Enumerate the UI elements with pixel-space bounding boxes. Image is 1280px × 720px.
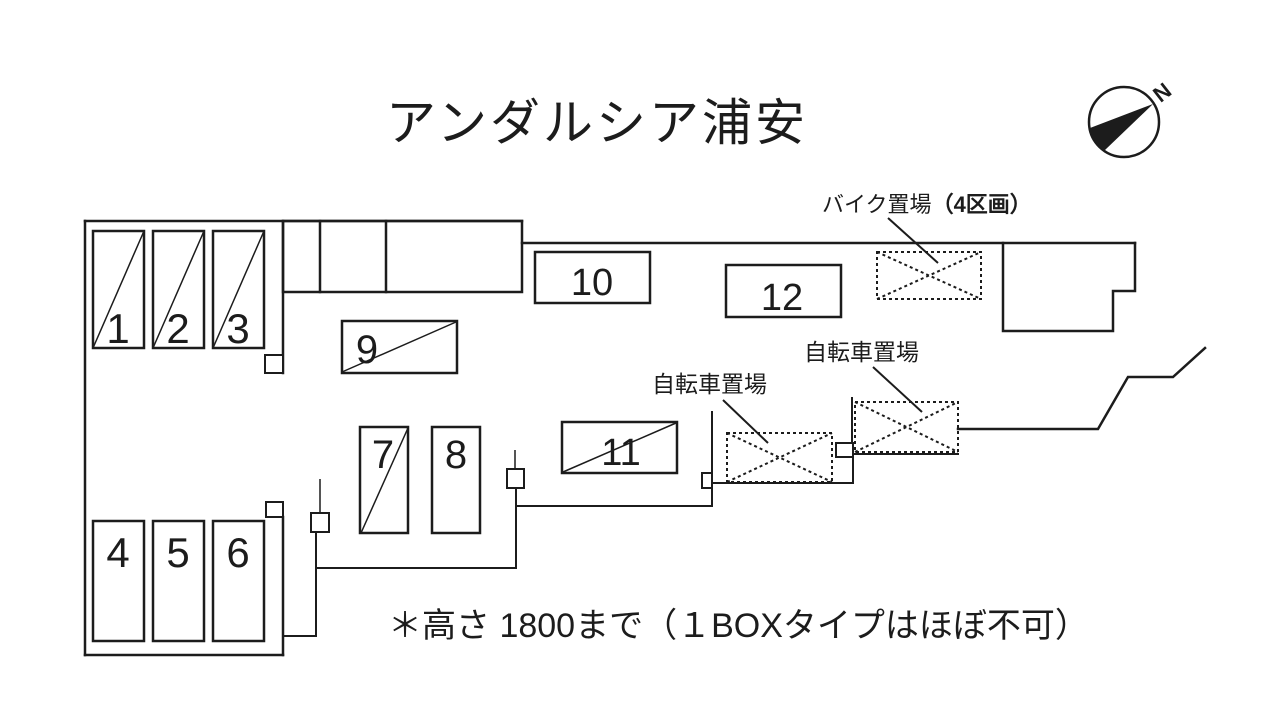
- compass-needle: [1090, 104, 1153, 150]
- bike-label-leader: [887, 217, 939, 264]
- bike-storage-label-name: バイク置場: [822, 192, 932, 217]
- space-12: 12: [724, 263, 843, 319]
- bicycle-storage-right-x: [854, 401, 959, 453]
- space-3: 3: [211, 229, 266, 352]
- bike-storage-label: バイク置場（4区画）: [822, 192, 1032, 217]
- bike-storage-x: [876, 251, 982, 300]
- space-5-number: 5: [166, 529, 189, 576]
- space-11: 11: [560, 420, 679, 475]
- space-8-box: [430, 425, 482, 535]
- space-12-number: 12: [761, 277, 803, 319]
- space-11-number: 11: [601, 432, 640, 474]
- space-3-number: 3: [226, 305, 249, 352]
- space-7-number: 7: [372, 433, 394, 477]
- space-10: 10: [533, 250, 652, 305]
- space-6-box: [211, 519, 266, 643]
- pole-box-mid: [506, 468, 525, 489]
- gate-post-lower: [265, 501, 284, 518]
- space-11-diagonal: [562, 422, 677, 473]
- compass: N: [1087, 78, 1176, 159]
- space-10-number: 10: [571, 262, 613, 304]
- space-10-box: [533, 250, 652, 305]
- building-top-outline: [281, 219, 524, 294]
- page-title: アンダルシア浦安: [386, 95, 808, 151]
- bicycle-storage-area-right: [854, 401, 959, 453]
- bike-storage-area: [876, 251, 982, 300]
- space-6-number: 6: [226, 529, 249, 576]
- gate-posts: [264, 354, 854, 533]
- bicycle-storage-left-x: [726, 432, 833, 483]
- building-right-outline: [1001, 241, 1137, 333]
- space-1-number: 1: [106, 305, 129, 352]
- bicycle-storage-right-label: 自転車置場: [804, 339, 919, 365]
- space-9-number: 9: [356, 328, 378, 372]
- space-3-diagonal: [212, 230, 265, 349]
- boundary-lines: [83, 219, 1207, 657]
- space-6: 6: [211, 519, 266, 643]
- bike-storage-label-count: （4区画）: [932, 192, 1032, 217]
- gate-post-upper: [264, 354, 284, 374]
- space-7: 7: [358, 425, 410, 535]
- compass-circle: [1087, 85, 1161, 159]
- space-1-diagonal: [92, 230, 145, 349]
- space-1: 1: [91, 229, 146, 352]
- bicycle-left-label-leader: [722, 399, 769, 444]
- storage-areas: [726, 251, 982, 483]
- bicycle-storage-left-label: 自転車置場: [652, 371, 767, 397]
- space-2: 2: [151, 229, 206, 352]
- bicycle-right-label-leader: [872, 366, 923, 413]
- space-5-box: [151, 519, 206, 643]
- space-2-diagonal: [152, 230, 205, 349]
- space-4-number: 4: [106, 529, 129, 576]
- pole-box-left: [310, 512, 330, 533]
- label-leader-lines: [722, 217, 939, 444]
- space-2-number: 2: [166, 305, 189, 352]
- road-zigzag-line: [956, 346, 1207, 431]
- bike-storage-box: [876, 251, 982, 300]
- space-4: 4: [91, 519, 146, 643]
- space-9: 9: [340, 319, 459, 375]
- space-9-diagonal: [341, 321, 457, 373]
- space-7-diagonal: [360, 427, 409, 534]
- space-5: 5: [151, 519, 206, 643]
- bicycle-storage-right-box: [854, 401, 959, 453]
- bicycle-storage-left-box: [726, 432, 833, 483]
- parking-spaces: 1 2 3 4 5 6: [91, 229, 843, 643]
- space-4-box: [91, 519, 146, 643]
- bicycle-storage-area-left: [726, 432, 833, 483]
- path-lines: [283, 397, 959, 637]
- space-8-number: 8: [445, 433, 467, 477]
- space-12-box: [724, 263, 843, 319]
- height-restriction-note: ＊高さ 1800まで（１BOXタイプはほぼ不可）: [388, 607, 1089, 645]
- space-8: 8: [430, 425, 482, 535]
- fence-left-u: [283, 531, 317, 637]
- post-small-b: [835, 442, 854, 458]
- pole-stems: [319, 450, 516, 513]
- post-small-a: [701, 472, 713, 489]
